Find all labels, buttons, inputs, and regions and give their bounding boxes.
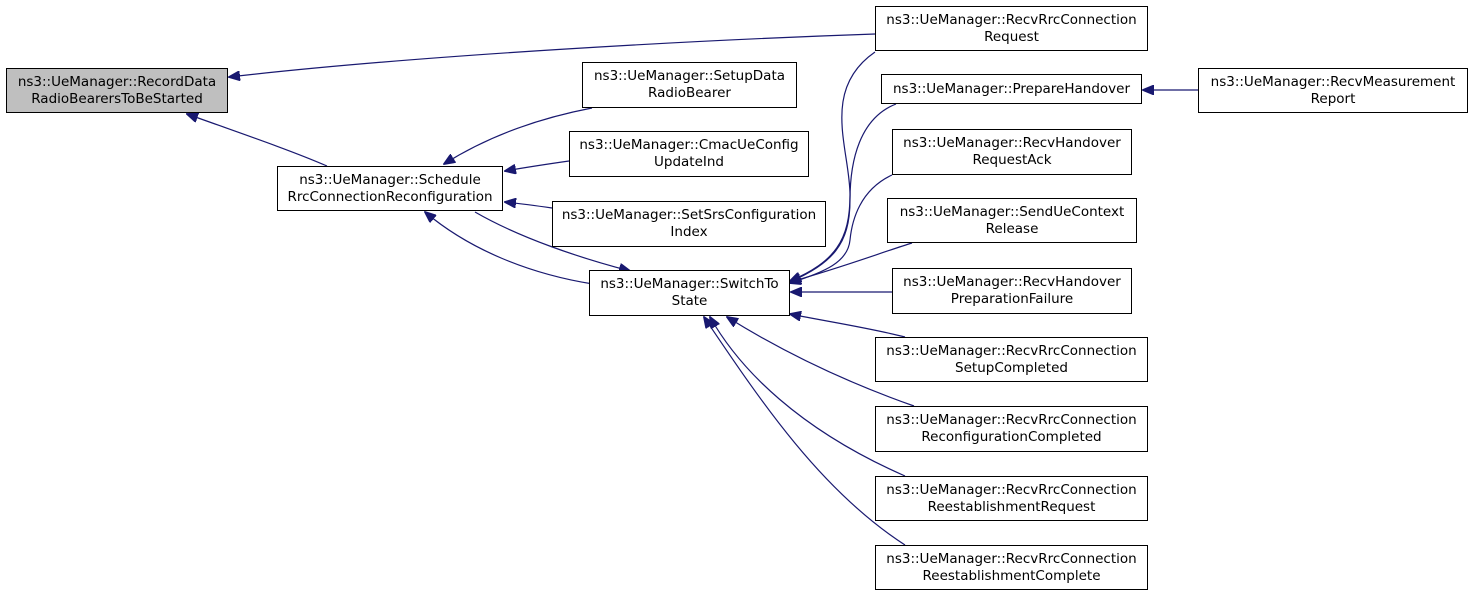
node-recv-measurement-report[interactable]: ns3::UeManager::RecvMeasurement Report: [1198, 68, 1468, 113]
edge-recvsetupcomp-to-switchto: [790, 314, 906, 338]
edge-recvreconfcomp-to-switchto: [727, 317, 915, 407]
node-label-line2: State: [671, 293, 708, 309]
node-label-line1: ns3::UeManager::RecvMeasurement: [1210, 73, 1456, 90]
node-set-srs-configuration-index[interactable]: ns3::UeManager::SetSrsConfiguration Inde…: [552, 201, 826, 247]
node-label-line1: ns3::UeManager::RecvRrcConnection: [886, 11, 1137, 28]
node-label-line1: ns3::UeManager::CmacUeConfig: [579, 137, 799, 153]
edge-recvrrcreq-to-root: [229, 33, 876, 77]
node-label-line1: ns3::UeManager::RecvHandover: [903, 274, 1121, 290]
node-recv-rrc-connection-reestablishment-complete[interactable]: ns3::UeManager::RecvRrcConnection Reesta…: [875, 545, 1148, 590]
node-label-line1: ns3::UeManager::RecvRrcConnection: [886, 342, 1137, 359]
node-switch-to-state[interactable]: ns3::UeManager::SwitchTo State: [589, 270, 790, 316]
node-label-line2: RadioBearersToBeStarted: [31, 90, 203, 107]
node-label-line1: ns3::UeManager::RecvRrcConnection: [886, 550, 1137, 567]
node-recv-rrc-connection-setup-completed[interactable]: ns3::UeManager::RecvRrcConnection SetupC…: [875, 337, 1148, 382]
edge-schedule-to-switchto: [474, 211, 630, 271]
edge-recvhoack-to-switchto: [790, 174, 893, 283]
node-label-line1: ns3::UeManager::RecvRrcConnection: [886, 412, 1137, 428]
node-record-data-radio-bearers-to-be-started: ns3::UeManager::RecordData RadioBearersT…: [6, 68, 228, 113]
edge-setsrs-to-schedule: [505, 202, 553, 209]
node-label-line1: ns3::UeManager::Schedule: [299, 171, 481, 188]
node-label-line2: RrcConnectionReconfiguration: [287, 188, 493, 205]
node-recv-rrc-connection-reestablishment-request[interactable]: ns3::UeManager::RecvRrcConnection Reesta…: [875, 476, 1148, 521]
node-label-line2: RequestAck: [972, 152, 1052, 168]
edge-sendctx-to-switchto: [790, 242, 913, 282]
edge-schedule-to-root: [187, 114, 328, 167]
node-label-line2: Report: [1310, 90, 1356, 107]
edge-setupdata-to-schedule: [444, 107, 593, 164]
node-label-line1: ns3::UeManager::SwitchTo: [600, 276, 779, 292]
node-label-line2: ReconfigurationCompleted: [921, 429, 1102, 445]
node-label-line1: ns3::UeManager::PrepareHandover: [892, 80, 1130, 97]
node-send-ue-context-release[interactable]: ns3::UeManager::SendUeContext Release: [887, 198, 1137, 243]
node-recv-rrc-connection-reconfiguration-completed[interactable]: ns3::UeManager::RecvRrcConnection Reconf…: [875, 406, 1148, 452]
node-label-line2: ReestablishmentRequest: [927, 498, 1096, 515]
node-label-line2: Request: [984, 28, 1039, 45]
edge-recvreestcomp-to-switchto: [704, 317, 906, 546]
node-label-line2: SetupCompleted: [955, 359, 1068, 376]
node-label-line1: ns3::UeManager::RecordData: [17, 73, 217, 90]
node-label-line1: ns3::UeManager::SetupData: [593, 68, 786, 84]
edge-recvreestreq-to-switchto: [710, 317, 906, 477]
node-label-line1: ns3::UeManager::RecvHandover: [903, 135, 1121, 151]
node-label-line1: ns3::UeManager::SendUeContext: [899, 203, 1125, 220]
node-recv-handover-request-ack[interactable]: ns3::UeManager::RecvHandover RequestAck: [892, 129, 1132, 175]
node-label-line2: Release: [985, 220, 1039, 237]
node-prepare-handover[interactable]: ns3::UeManager::PrepareHandover: [881, 74, 1142, 104]
node-label-line2: RadioBearer: [648, 85, 731, 101]
edge-prephandover-to-switchto: [790, 103, 897, 282]
node-label-line2: Index: [670, 224, 708, 240]
node-label-line2: ReestablishmentComplete: [922, 567, 1101, 584]
node-recv-handover-preparation-failure[interactable]: ns3::UeManager::RecvHandover Preparation…: [892, 268, 1132, 314]
node-recv-rrc-connection-request[interactable]: ns3::UeManager::RecvRrcConnection Reques…: [875, 6, 1148, 51]
node-label-line1: ns3::UeManager::SetSrsConfiguration: [561, 207, 817, 223]
node-schedule-rrc-connection-reconfiguration[interactable]: ns3::UeManager::Schedule RrcConnectionRe…: [277, 166, 503, 211]
node-label-line1: ns3::UeManager::RecvRrcConnection: [886, 481, 1137, 498]
node-label-line2: PreparationFailure: [950, 291, 1074, 307]
node-cmac-ue-config-update-ind[interactable]: ns3::UeManager::CmacUeConfig UpdateInd: [569, 131, 809, 177]
edge-switchto-to-schedule: [425, 212, 594, 285]
node-label-line2: UpdateInd: [654, 154, 724, 170]
edge-cmac-to-schedule: [505, 160, 570, 171]
node-setup-data-radio-bearer[interactable]: ns3::UeManager::SetupData RadioBearer: [582, 62, 797, 108]
